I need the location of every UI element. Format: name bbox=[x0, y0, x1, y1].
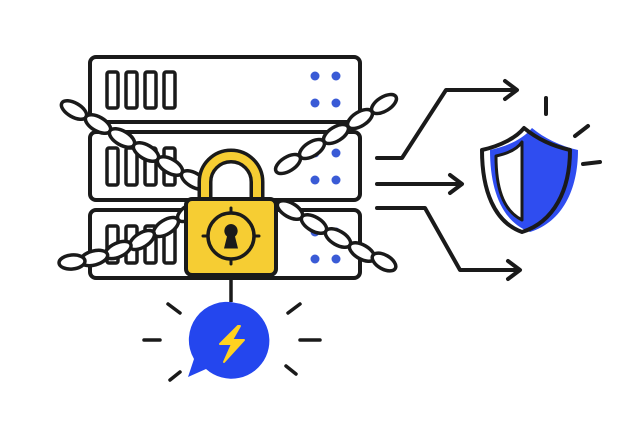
lightning-chat-bubble-icon bbox=[142, 301, 322, 382]
arrow-up bbox=[375, 88, 517, 160]
arrow-down bbox=[375, 206, 520, 272]
arrow-right-icon bbox=[375, 79, 522, 281]
padlock-icon bbox=[184, 148, 278, 302]
chain-diagonal-left bbox=[59, 98, 398, 273]
shield-icon bbox=[480, 96, 602, 234]
